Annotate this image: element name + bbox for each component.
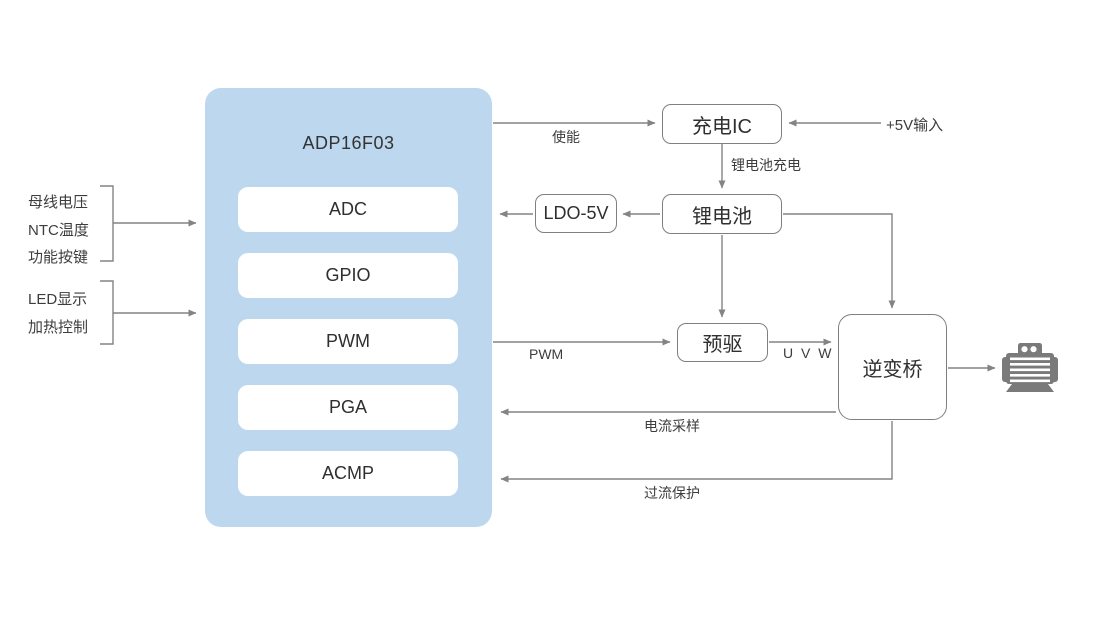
label-5v-input: +5V输入 <box>886 117 944 134</box>
ldo-block: LDO-5V <box>535 194 617 233</box>
bracket-analog-group <box>100 185 114 262</box>
module-box-adc: ADC <box>238 187 458 232</box>
label-pwm: PWM <box>529 346 564 362</box>
inverter-block: 逆变桥 <box>838 314 947 420</box>
analog-input-line: 功能按键 <box>28 249 89 266</box>
gpio-output-line: LED显示 <box>28 291 88 308</box>
label-current-sample: 电流采样 <box>644 418 700 434</box>
mcu-title: ADP16F03 <box>302 133 395 153</box>
connector-overcurrent <box>500 421 893 483</box>
module-box-pwm: PWM <box>238 319 458 364</box>
label-enable: 使能 <box>552 129 580 145</box>
label-overcurrent-protect: 过流保护 <box>644 485 700 501</box>
module-box-gpio: GPIO <box>238 253 458 298</box>
connector-battery-to-inverter <box>783 213 896 309</box>
label-uvw: U V W <box>783 345 834 361</box>
predriver-block: 预驱 <box>677 323 768 362</box>
analog-input-line: NTC温度 <box>28 221 89 239</box>
charger-ic-block: 充电IC <box>662 104 782 144</box>
analog-input-line: 母线电压 <box>28 194 89 211</box>
bracket-gpio-group <box>100 280 114 345</box>
mcu-block: ADP16F03 ADC GPIO PWM PGA ACMP <box>205 88 492 527</box>
gpio-output-line: 加热控制 <box>28 318 89 336</box>
analog-input-group: 母线电压 NTC温度 功能按键 <box>28 189 89 272</box>
module-box-acmp: ACMP <box>238 451 458 496</box>
motor-icon <box>1002 343 1058 392</box>
module-box-pga: PGA <box>238 385 458 430</box>
gpio-output-group: LED显示 加热控制 <box>28 286 88 341</box>
label-battery-charge: 锂电池充电 <box>731 157 801 173</box>
battery-block: 锂电池 <box>662 194 782 234</box>
